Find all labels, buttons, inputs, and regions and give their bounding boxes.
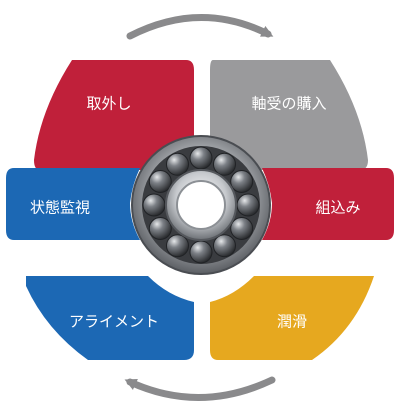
segment-label-monitoring: 状態監視 <box>30 199 90 217</box>
bearing-ball <box>189 240 213 264</box>
bearing-ball <box>166 234 189 258</box>
bearing-ball <box>148 217 172 240</box>
bearing-ball <box>166 152 189 176</box>
bearing-ball <box>213 234 236 258</box>
segment-label-assembly: 組込み <box>315 199 360 217</box>
segment-monitoring[interactable] <box>6 168 140 240</box>
segment-label-alignment: アライメント <box>69 313 159 331</box>
segment-assembly[interactable] <box>262 168 394 240</box>
bearing-ball <box>230 217 254 240</box>
segment-lubrication[interactable] <box>210 276 374 360</box>
segment-alignment[interactable] <box>26 276 194 360</box>
segment-label-removal: 取外し <box>86 95 131 113</box>
segment-purchase[interactable] <box>210 60 368 170</box>
segment-label-lubrication: 潤滑 <box>277 313 307 331</box>
bearing-ball <box>230 170 254 193</box>
segment-removal[interactable] <box>34 60 194 170</box>
bearing-ball <box>236 193 260 217</box>
segment-label-purchase: 軸受の購入 <box>251 95 326 113</box>
bearing-ball <box>142 193 166 217</box>
ball-bearing-icon <box>131 135 271 275</box>
bearing-ball <box>213 152 236 176</box>
bearing-ball <box>189 146 213 170</box>
cycle-arrow-top-icon <box>126 14 274 40</box>
bearing-ball <box>148 170 172 193</box>
cycle-arrow-bottom-icon <box>124 376 276 401</box>
